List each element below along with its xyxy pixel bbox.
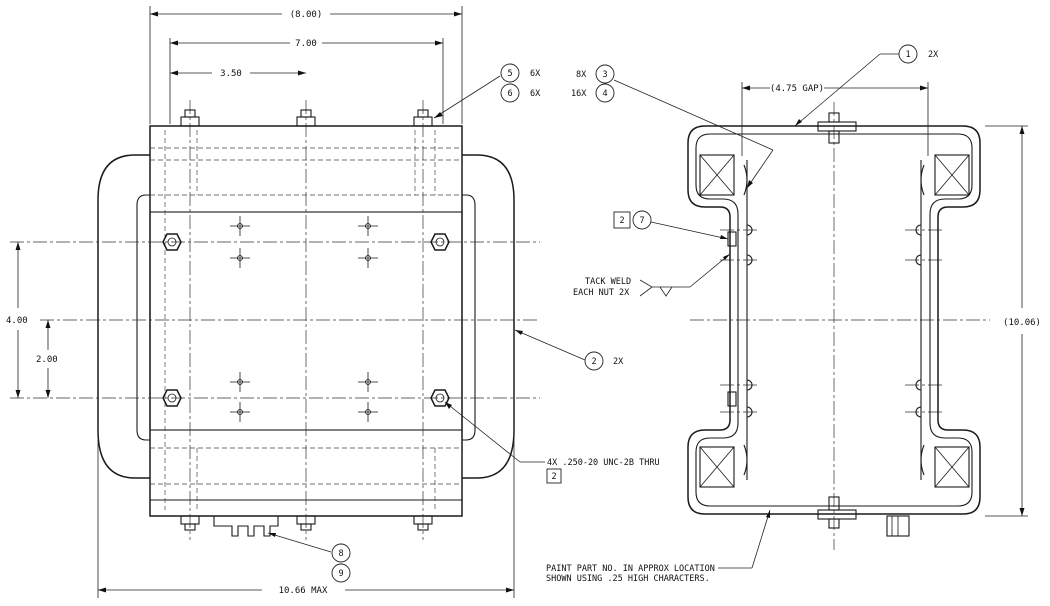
dim-hole-span: 7.00 bbox=[169, 38, 444, 124]
callout-2-7: 2 7 bbox=[613, 210, 729, 240]
callout-paint: PAINT PART NO. IN APPROX LOCATION SHOWN … bbox=[546, 509, 771, 584]
callout-1: 1 2X bbox=[794, 44, 939, 127]
balloon-5: 5 bbox=[507, 69, 512, 79]
balloon-1: 1 bbox=[905, 50, 910, 60]
side-coil-blocks bbox=[699, 154, 970, 488]
balloon-5-qty: 6X bbox=[530, 69, 541, 79]
callout-2-front: 2 2X bbox=[514, 329, 624, 371]
weld-note-line1: TACK WELD bbox=[585, 277, 631, 287]
balloon-6-qty: 6X bbox=[530, 89, 541, 99]
dim-overall-width: (8.00) bbox=[149, 6, 463, 124]
side-view: (4.75 GAP) (10.06) 1 2X 8X bbox=[546, 44, 1041, 584]
callout-3-4: 8X 3 16X 4 bbox=[571, 64, 774, 189]
dim-height-2-label: 2.00 bbox=[36, 355, 58, 365]
dim-hole-half: 3.50 bbox=[170, 69, 306, 79]
thread-note-box: 2 bbox=[551, 472, 556, 482]
box-2-side: 2 bbox=[619, 216, 624, 226]
callout-tack-weld: TACK WELD EACH NUT 2X bbox=[573, 253, 731, 298]
callout-thread: 4X .250-20 UNC-2B THRU 2 bbox=[444, 401, 660, 484]
dim-overall-width-label: (8.00) bbox=[290, 10, 323, 20]
front-bottom-bolts bbox=[180, 515, 433, 537]
paint-note-line1: PAINT PART NO. IN APPROX LOCATION bbox=[546, 564, 715, 574]
balloon-3-qty: 8X bbox=[576, 70, 587, 80]
dim-hole-span-label: 7.00 bbox=[295, 39, 317, 49]
dim-gap: (4.75 GAP) bbox=[741, 82, 929, 156]
terminal-block bbox=[213, 516, 279, 537]
balloon-7: 7 bbox=[639, 216, 644, 226]
callout-8-9: 8 9 bbox=[267, 532, 351, 583]
side-frame-outer bbox=[687, 125, 981, 515]
weld-note-line2: EACH NUT 2X bbox=[573, 288, 630, 298]
balloon-4-qty: 16X bbox=[571, 89, 587, 99]
front-handle-outer bbox=[97, 154, 515, 479]
balloon-9: 9 bbox=[338, 569, 343, 579]
front-top-bolts bbox=[180, 109, 433, 127]
side-nuts bbox=[727, 224, 922, 418]
front-hex-nuts bbox=[162, 233, 450, 407]
dim-height-4-label: 4.00 bbox=[6, 316, 28, 326]
front-view: (8.00) 7.00 3.50 4.00 bbox=[6, 6, 660, 598]
balloon-4: 4 bbox=[602, 89, 607, 99]
balloon-2-front-qty: 2X bbox=[613, 357, 624, 367]
paint-note-line2: SHOWN USING .25 HIGH CHARACTERS. bbox=[546, 574, 710, 584]
balloon-3: 3 bbox=[602, 70, 607, 80]
dim-hole-half-label: 3.50 bbox=[220, 69, 242, 79]
callout-5-6: 5 6X 6 6X bbox=[433, 63, 541, 119]
thread-note: 4X .250-20 UNC-2B THRU bbox=[547, 458, 660, 468]
balloon-6: 6 bbox=[507, 89, 512, 99]
balloon-8: 8 bbox=[338, 549, 343, 559]
dim-height-4: 4.00 bbox=[6, 242, 28, 398]
front-handle-inner bbox=[136, 194, 476, 441]
dim-side-height-label: (10.06) bbox=[1003, 318, 1041, 328]
front-small-holes bbox=[230, 216, 378, 422]
dim-max-width-label: 10.66 MAX bbox=[279, 586, 328, 596]
balloon-2-front: 2 bbox=[591, 357, 596, 367]
balloon-1-qty: 2X bbox=[928, 50, 939, 60]
dim-height-2: 2.00 bbox=[36, 320, 58, 398]
dim-gap-label: (4.75 GAP) bbox=[770, 84, 824, 94]
side-frame-inner bbox=[695, 133, 973, 507]
side-clamp-bolts bbox=[817, 112, 910, 537]
dim-side-height: (10.06) bbox=[985, 125, 1041, 517]
dim-max-width: 10.66 MAX bbox=[97, 330, 515, 598]
